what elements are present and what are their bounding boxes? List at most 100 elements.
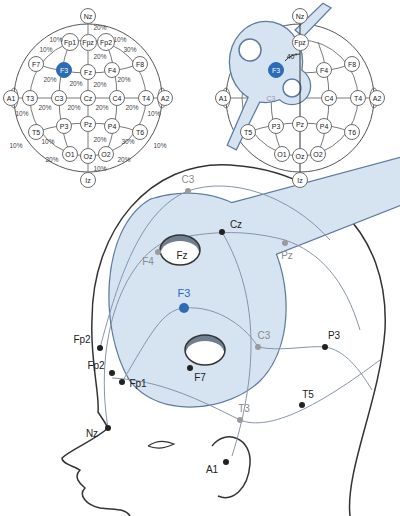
electrode-site: C3	[51, 90, 67, 106]
electrode-name: P3	[60, 123, 69, 130]
percent-label: 20%	[125, 105, 138, 112]
electrode-template-fill	[228, 4, 330, 149]
electrode-name: T6	[348, 129, 356, 136]
electrode-name: T5	[32, 129, 40, 136]
electrode-name: Iz	[297, 177, 302, 184]
electrode-name: T4	[142, 95, 150, 102]
electrode-site: T6	[132, 124, 148, 140]
electrode-site: T5	[28, 124, 44, 140]
electrode-name: C3	[55, 95, 64, 102]
electrode-label: Pz	[281, 251, 293, 261]
electrode-name: A1	[219, 95, 228, 102]
electrode-site: Pz	[80, 116, 96, 132]
electrode-name: Iz	[85, 177, 90, 184]
percent-label: 10%	[9, 143, 22, 150]
electrode-name: T4	[354, 95, 362, 102]
electrode-site: O2	[310, 146, 326, 162]
electrode-name: P4	[320, 123, 329, 130]
electrode-site: Oz	[80, 148, 96, 164]
head-grid-lines	[100, 186, 380, 456]
electrode-name: F4	[108, 67, 116, 74]
electrode-site: Fp1	[61, 33, 79, 51]
electrode-site: T4	[350, 90, 366, 106]
electrode-name: Nz	[296, 13, 305, 20]
electrode-label: Fz	[176, 251, 187, 261]
percent-label: 20%	[117, 77, 130, 84]
percent-label: 30%	[121, 139, 134, 146]
electrode-template	[110, 158, 400, 406]
angle-label: 40°	[287, 53, 298, 60]
electrode-site: O1	[62, 146, 78, 162]
percent-label: 20%	[93, 82, 106, 89]
electrode-site: T4	[138, 90, 154, 106]
electrode-name: C4	[113, 95, 122, 102]
electrode-label: Cz	[230, 220, 242, 230]
electrode-site: P3	[268, 118, 284, 134]
electrode-site: A2	[369, 90, 385, 106]
percent-label: 10%	[147, 111, 160, 118]
percent-label: 20%	[93, 25, 106, 32]
electrode-site: F7	[28, 56, 44, 72]
electrode-name: Fpz	[294, 39, 306, 46]
electrode-name: Fpz	[82, 39, 94, 46]
electrode-label: P3	[328, 331, 340, 341]
electrode-site: A2	[157, 90, 173, 106]
electrode-label: Fp1	[129, 379, 146, 389]
electrode-name: P3	[272, 123, 281, 130]
template-hole	[283, 79, 301, 97]
template-hole	[160, 235, 225, 365]
electrode-site: A1	[215, 90, 231, 106]
electrode-label: Fp2	[87, 361, 104, 371]
electrode-label: A1	[206, 465, 218, 475]
electrode-site: Oz	[292, 148, 308, 164]
electrode-site: Iz	[292, 172, 308, 188]
percent-label: 20%	[67, 105, 80, 112]
electrode-site: Fpz	[292, 34, 309, 51]
electrode-site: Fz	[80, 64, 96, 80]
electrode-site: T5	[240, 124, 256, 140]
electrode-site: T3	[22, 90, 38, 106]
electrode-name: O1	[65, 151, 74, 158]
top-view-grid	[10, 16, 166, 180]
electrode-name: C4	[325, 95, 334, 102]
electrode-name: A2	[373, 95, 382, 102]
electrode-name: Pz	[296, 121, 304, 128]
electrode-site: A1	[3, 90, 19, 106]
electrode-site: Cz	[80, 90, 96, 106]
percent-label: 20%	[93, 137, 106, 144]
percent-label: 20%	[45, 157, 58, 164]
electrode-label: Nz	[86, 429, 98, 439]
electrode-site: P4	[104, 118, 120, 134]
electrode-label: F7	[194, 373, 206, 383]
electrode-name: O1	[277, 151, 286, 158]
electrode-name: T3	[26, 95, 34, 102]
electrode-site: O2	[98, 146, 114, 162]
electrode-name: O2	[313, 151, 322, 158]
electrode-site: C4	[109, 90, 125, 106]
electrode-name: Fp2	[100, 39, 112, 46]
percent-label: 10%	[39, 47, 52, 54]
electrode-name: Cz	[84, 95, 93, 102]
electrode-site: C4	[321, 90, 337, 106]
electrode-label: C3	[258, 331, 271, 341]
electrode-name: Pz	[84, 121, 92, 128]
electrode-label: T3	[238, 404, 250, 414]
percent-label: 10%	[41, 139, 54, 146]
electrode-site: Pz	[292, 116, 308, 132]
percent-label: 10%	[93, 166, 106, 173]
electrode-name: A2	[161, 95, 170, 102]
electrode-site: F4	[316, 62, 332, 78]
percent-label: 20%	[69, 81, 82, 88]
electrode-name: Fz	[84, 69, 92, 76]
electrode-site: Nz	[80, 8, 96, 24]
electrode-name: F8	[348, 61, 356, 68]
electrode-site: P3	[56, 118, 72, 134]
electrode-name: F3	[60, 67, 68, 74]
electrode-site: F3	[56, 62, 72, 78]
electrode-site: Iz	[80, 172, 96, 188]
electrode-name: Oz	[296, 153, 305, 160]
electrode-label: Fp2	[73, 335, 90, 345]
electrode-name: Oz	[84, 153, 93, 160]
electrode-name: Fp1	[64, 39, 76, 46]
